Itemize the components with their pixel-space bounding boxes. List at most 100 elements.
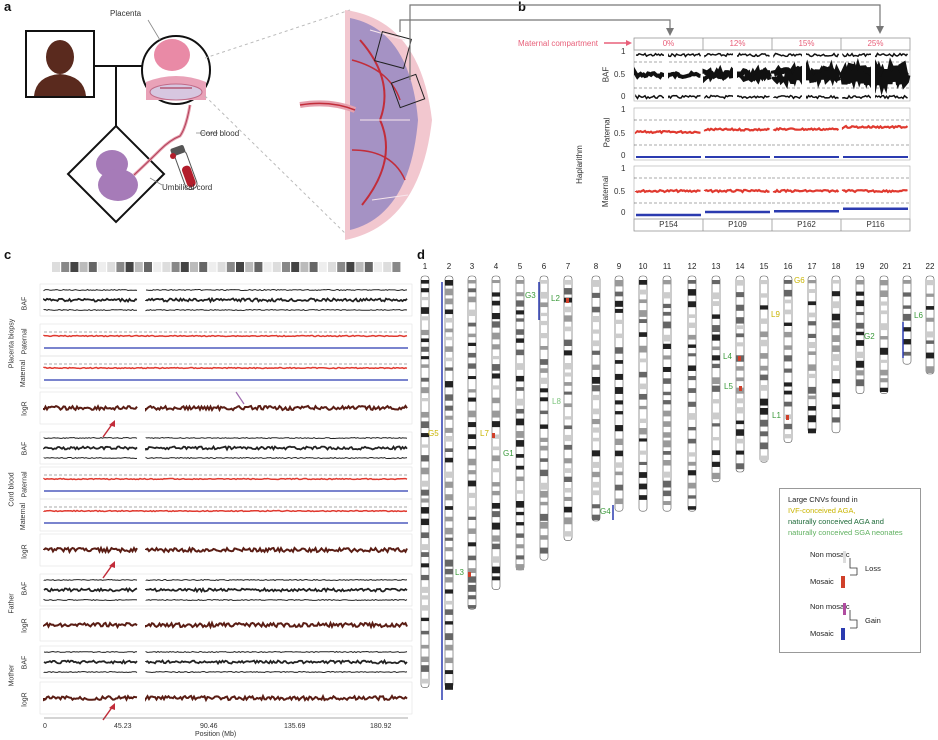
legend-gain: Gain <box>865 616 881 625</box>
chromosome-number-22: 22 <box>925 262 935 271</box>
cnv-label-l3: L3 <box>455 568 464 577</box>
chromosome-band <box>688 365 696 371</box>
chromosome-band <box>592 418 600 425</box>
cnv-label-g1: G1 <box>503 449 514 458</box>
chromosome-band <box>832 354 840 362</box>
cnv-label-l1: L1 <box>772 411 781 420</box>
chromosome-band <box>592 461 600 468</box>
chromosome-band <box>639 383 647 390</box>
cnv-label-l2: L2 <box>551 294 560 303</box>
chromosome-band <box>592 329 600 334</box>
chromosome-band <box>492 385 500 390</box>
c-ideogram-band <box>383 262 392 272</box>
chromosome-band <box>856 340 864 346</box>
chromosome-band <box>421 444 429 448</box>
chromosome-band <box>688 314 696 318</box>
legend-loss-bracket-icon <box>849 558 858 576</box>
c-logr <box>145 545 408 554</box>
chromosome-band <box>445 336 453 341</box>
b-baf-top-0 <box>635 52 702 58</box>
chromosome-band <box>903 327 911 332</box>
chromosome-band <box>592 408 600 415</box>
c-track-frame <box>39 681 413 715</box>
chromosome-band <box>712 363 720 369</box>
c-ideogram-band <box>217 262 226 272</box>
chromosome-band <box>688 413 696 420</box>
chromosome-band <box>663 391 671 396</box>
chromosome-band <box>663 451 671 455</box>
chromosome-band <box>784 401 792 407</box>
sample-0: P154 <box>659 220 678 229</box>
chromosome-band <box>688 344 696 348</box>
chromosome-band <box>421 307 429 314</box>
chromosome-band <box>445 516 453 522</box>
cnv-loss-marker <box>492 433 495 438</box>
chromosome-band <box>445 589 453 594</box>
cnv-legend: Large CNVs found in IVF-conceived AGA, n… <box>779 488 921 653</box>
b-pat-0 <box>634 129 701 135</box>
c-baf-top <box>145 288 408 292</box>
chromosome-band <box>445 644 453 651</box>
chromosome-band <box>926 340 934 344</box>
cnv-label-l7: L7 <box>480 429 489 438</box>
legend-natural-aga: naturally conceived AGA and <box>788 517 884 526</box>
chromosome-band <box>492 502 500 509</box>
chromosome-band <box>421 377 429 382</box>
chromosome-band <box>760 353 768 359</box>
chromosome-band <box>639 483 647 490</box>
chromosome-band <box>468 376 476 380</box>
c-track-frame <box>39 498 413 532</box>
chromosome-band <box>516 338 524 343</box>
chromosome-number-21: 21 <box>902 262 912 271</box>
chromosome-band <box>615 387 623 394</box>
chromosome-number-9: 9 <box>616 262 622 271</box>
chromosome-band <box>712 437 720 441</box>
chromosome-band <box>736 463 744 470</box>
chromosome-band <box>421 507 429 514</box>
chromosome-band <box>492 373 500 379</box>
chromosome-band <box>468 322 476 327</box>
c-ideogram-band <box>190 262 198 272</box>
chromosome-band <box>712 461 720 467</box>
c-baf-top <box>43 650 137 654</box>
chromosome-band <box>516 454 524 458</box>
chromosome-band <box>784 322 792 326</box>
chromosome-band <box>760 305 768 310</box>
chromosome-band <box>445 405 453 411</box>
chromosome-band <box>516 511 524 516</box>
chromosome-band <box>736 450 744 455</box>
cnv-loss-marker <box>786 415 789 420</box>
chromosome-band <box>736 366 744 371</box>
chromosome-band <box>564 487 572 493</box>
chromosome-band <box>564 403 572 408</box>
chromosome-band <box>880 336 888 340</box>
chromosome-band <box>564 468 572 473</box>
chromosome-band <box>564 444 572 450</box>
b-mat-1 <box>703 188 770 194</box>
chromosome-band <box>832 365 840 371</box>
chromosome-band <box>736 292 744 298</box>
chromosome-band <box>832 404 840 409</box>
chromosome-band <box>564 476 572 482</box>
chromosome-band <box>445 471 453 478</box>
chromosome-band <box>421 595 429 600</box>
c-baf-mid <box>145 296 408 304</box>
chromosome-band <box>856 351 864 359</box>
chromosome-band <box>492 566 500 574</box>
chromosome-band <box>688 289 696 296</box>
chromosome-band <box>615 360 623 364</box>
chromosome-band <box>832 345 840 352</box>
c-ideogram-band <box>337 262 346 272</box>
chromosome-band <box>492 543 500 550</box>
chromosome-band <box>516 349 524 356</box>
chromosome-band <box>880 290 888 298</box>
chromosome-band <box>760 384 768 391</box>
chromosome-band <box>421 617 429 622</box>
chromosome-band <box>808 406 816 411</box>
chromosome-band <box>663 303 671 309</box>
chromosome-band <box>784 390 792 395</box>
chromosome-band <box>615 291 623 297</box>
b-mat-0 <box>634 188 701 194</box>
chromosome-band <box>468 458 476 466</box>
